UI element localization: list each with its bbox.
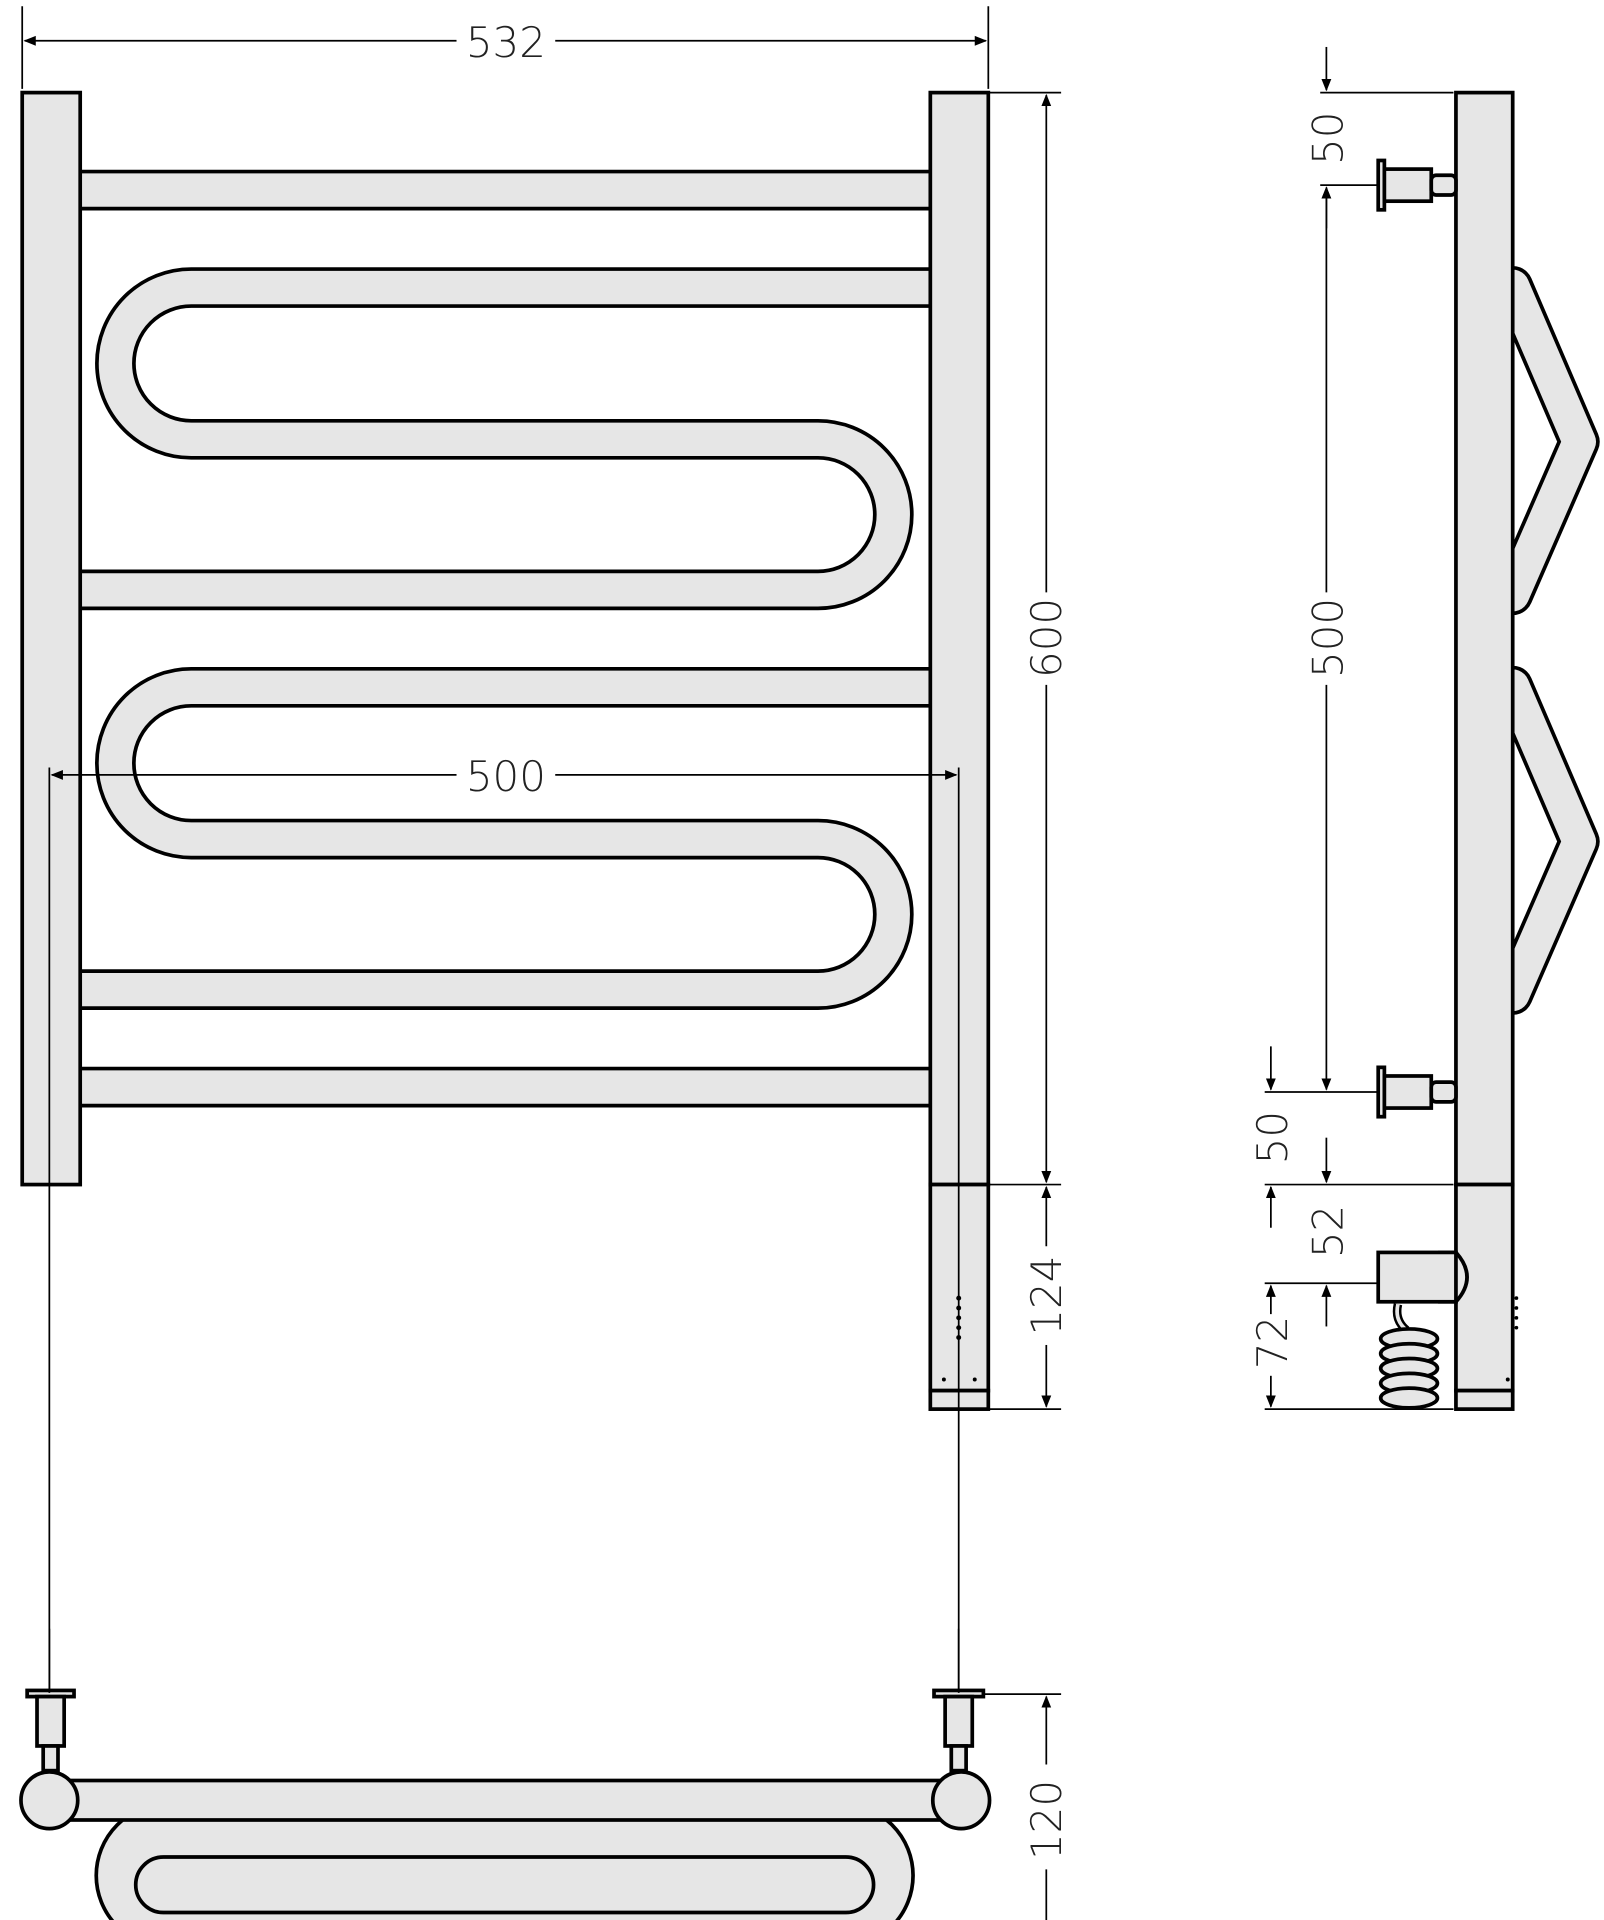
side-dots <box>1505 1296 1519 1382</box>
top-mount-left <box>19 1688 80 1831</box>
dim-label: 532 <box>466 18 546 67</box>
side-post <box>1454 90 1515 1187</box>
dim-heater-height-72: 72 <box>1248 1284 1297 1408</box>
dim-top-offset-50: 50 <box>1303 46 1352 229</box>
dim-heater-124: 124 <box>1022 1185 1071 1408</box>
dim-bottom-offset-50: 50 <box>1248 1046 1332 1184</box>
dim-label: 500 <box>1303 598 1352 678</box>
dim-mount-width-500-line: 500 <box>48 752 960 1691</box>
top-mount-right <box>930 1688 992 1831</box>
dim-label: 50 <box>1248 1111 1297 1164</box>
serpentine-upper <box>59 267 951 611</box>
wall-bracket-top <box>1376 158 1458 212</box>
dim-label: 72 <box>1248 1316 1297 1369</box>
left-post <box>20 90 83 1187</box>
dim-label: 52 <box>1303 1205 1352 1258</box>
dim-width-532: 532 <box>21 6 990 89</box>
dim-label: 124 <box>1022 1256 1071 1336</box>
dim-label: 600 <box>1022 598 1071 678</box>
dim-height-600: 600 <box>988 91 1071 1410</box>
wall-bracket-bottom <box>1376 1065 1458 1119</box>
dim-label: 120 <box>1022 1780 1071 1860</box>
heater-connector <box>1376 1250 1469 1304</box>
dim-label: 500 <box>466 752 546 801</box>
side-v-lower <box>1492 665 1600 1015</box>
side-heater-cap <box>1454 1388 1515 1411</box>
top-loop <box>94 1802 915 1920</box>
side-view: 50 500 50 52 72 <box>1248 46 1600 1411</box>
side-v-upper <box>1492 265 1600 616</box>
dim-depth-120: 120 <box>983 1693 1071 1920</box>
serpentine-lower <box>59 666 951 1010</box>
dim-mount-spacing-500: 500 <box>1303 186 1352 1091</box>
top-bar <box>47 1778 965 1822</box>
dim-label: 50 <box>1303 112 1352 165</box>
dim-mount-width-500 <box>48 1628 960 1693</box>
front-view: 532 600 124 <box>20 6 1071 1411</box>
dim-heater-offset-52: 52 <box>1265 1185 1352 1327</box>
coiled-cable <box>1378 1303 1440 1410</box>
top-view: 500 120 <box>19 752 1071 1920</box>
